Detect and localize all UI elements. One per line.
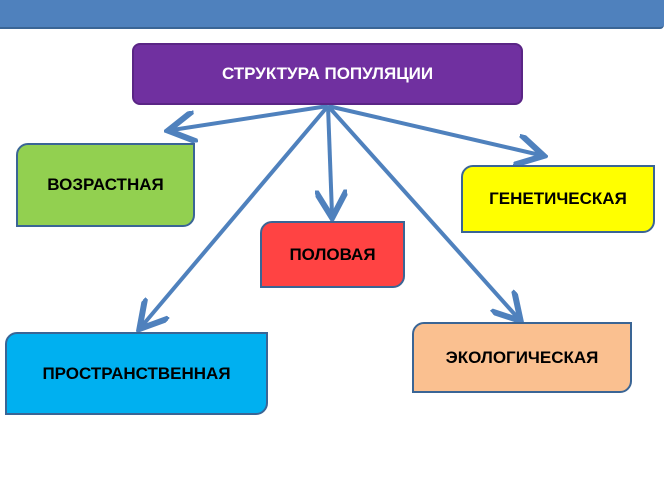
node-sex: ПОЛОВАЯ (260, 221, 405, 288)
node-age: ВОЗРАСТНАЯ (16, 143, 195, 227)
header-bar (0, 0, 664, 29)
node-ecological-label: ЭКОЛОГИЧЕСКАЯ (445, 347, 599, 367)
arrow-to-genetic (327, 104, 540, 155)
root-node: СТРУКТУРА ПОПУЛЯЦИИ (132, 43, 523, 105)
arrow-to-spatial (142, 104, 330, 326)
root-label: СТРУКТУРА ПОПУЛЯЦИИ (221, 64, 434, 83)
arrow-to-sex (328, 105, 332, 214)
arrow-to-ecological (326, 104, 518, 318)
node-spatial-label: ПРОСТРАНСТВЕННАЯ (42, 363, 231, 383)
arrow-to-age (172, 104, 329, 130)
node-sex-label: ПОЛОВАЯ (289, 244, 376, 264)
node-genetic-label: ГЕНЕТИЧЕСКАЯ (489, 189, 627, 208)
node-ecological: ЭКОЛОГИЧЕСКАЯ (412, 322, 632, 393)
node-genetic: ГЕНЕТИЧЕСКАЯ (461, 165, 655, 233)
node-spatial: ПРОСТРАНСТВЕННАЯ (5, 332, 268, 415)
node-age-label: ВОЗРАСТНАЯ (47, 175, 164, 194)
